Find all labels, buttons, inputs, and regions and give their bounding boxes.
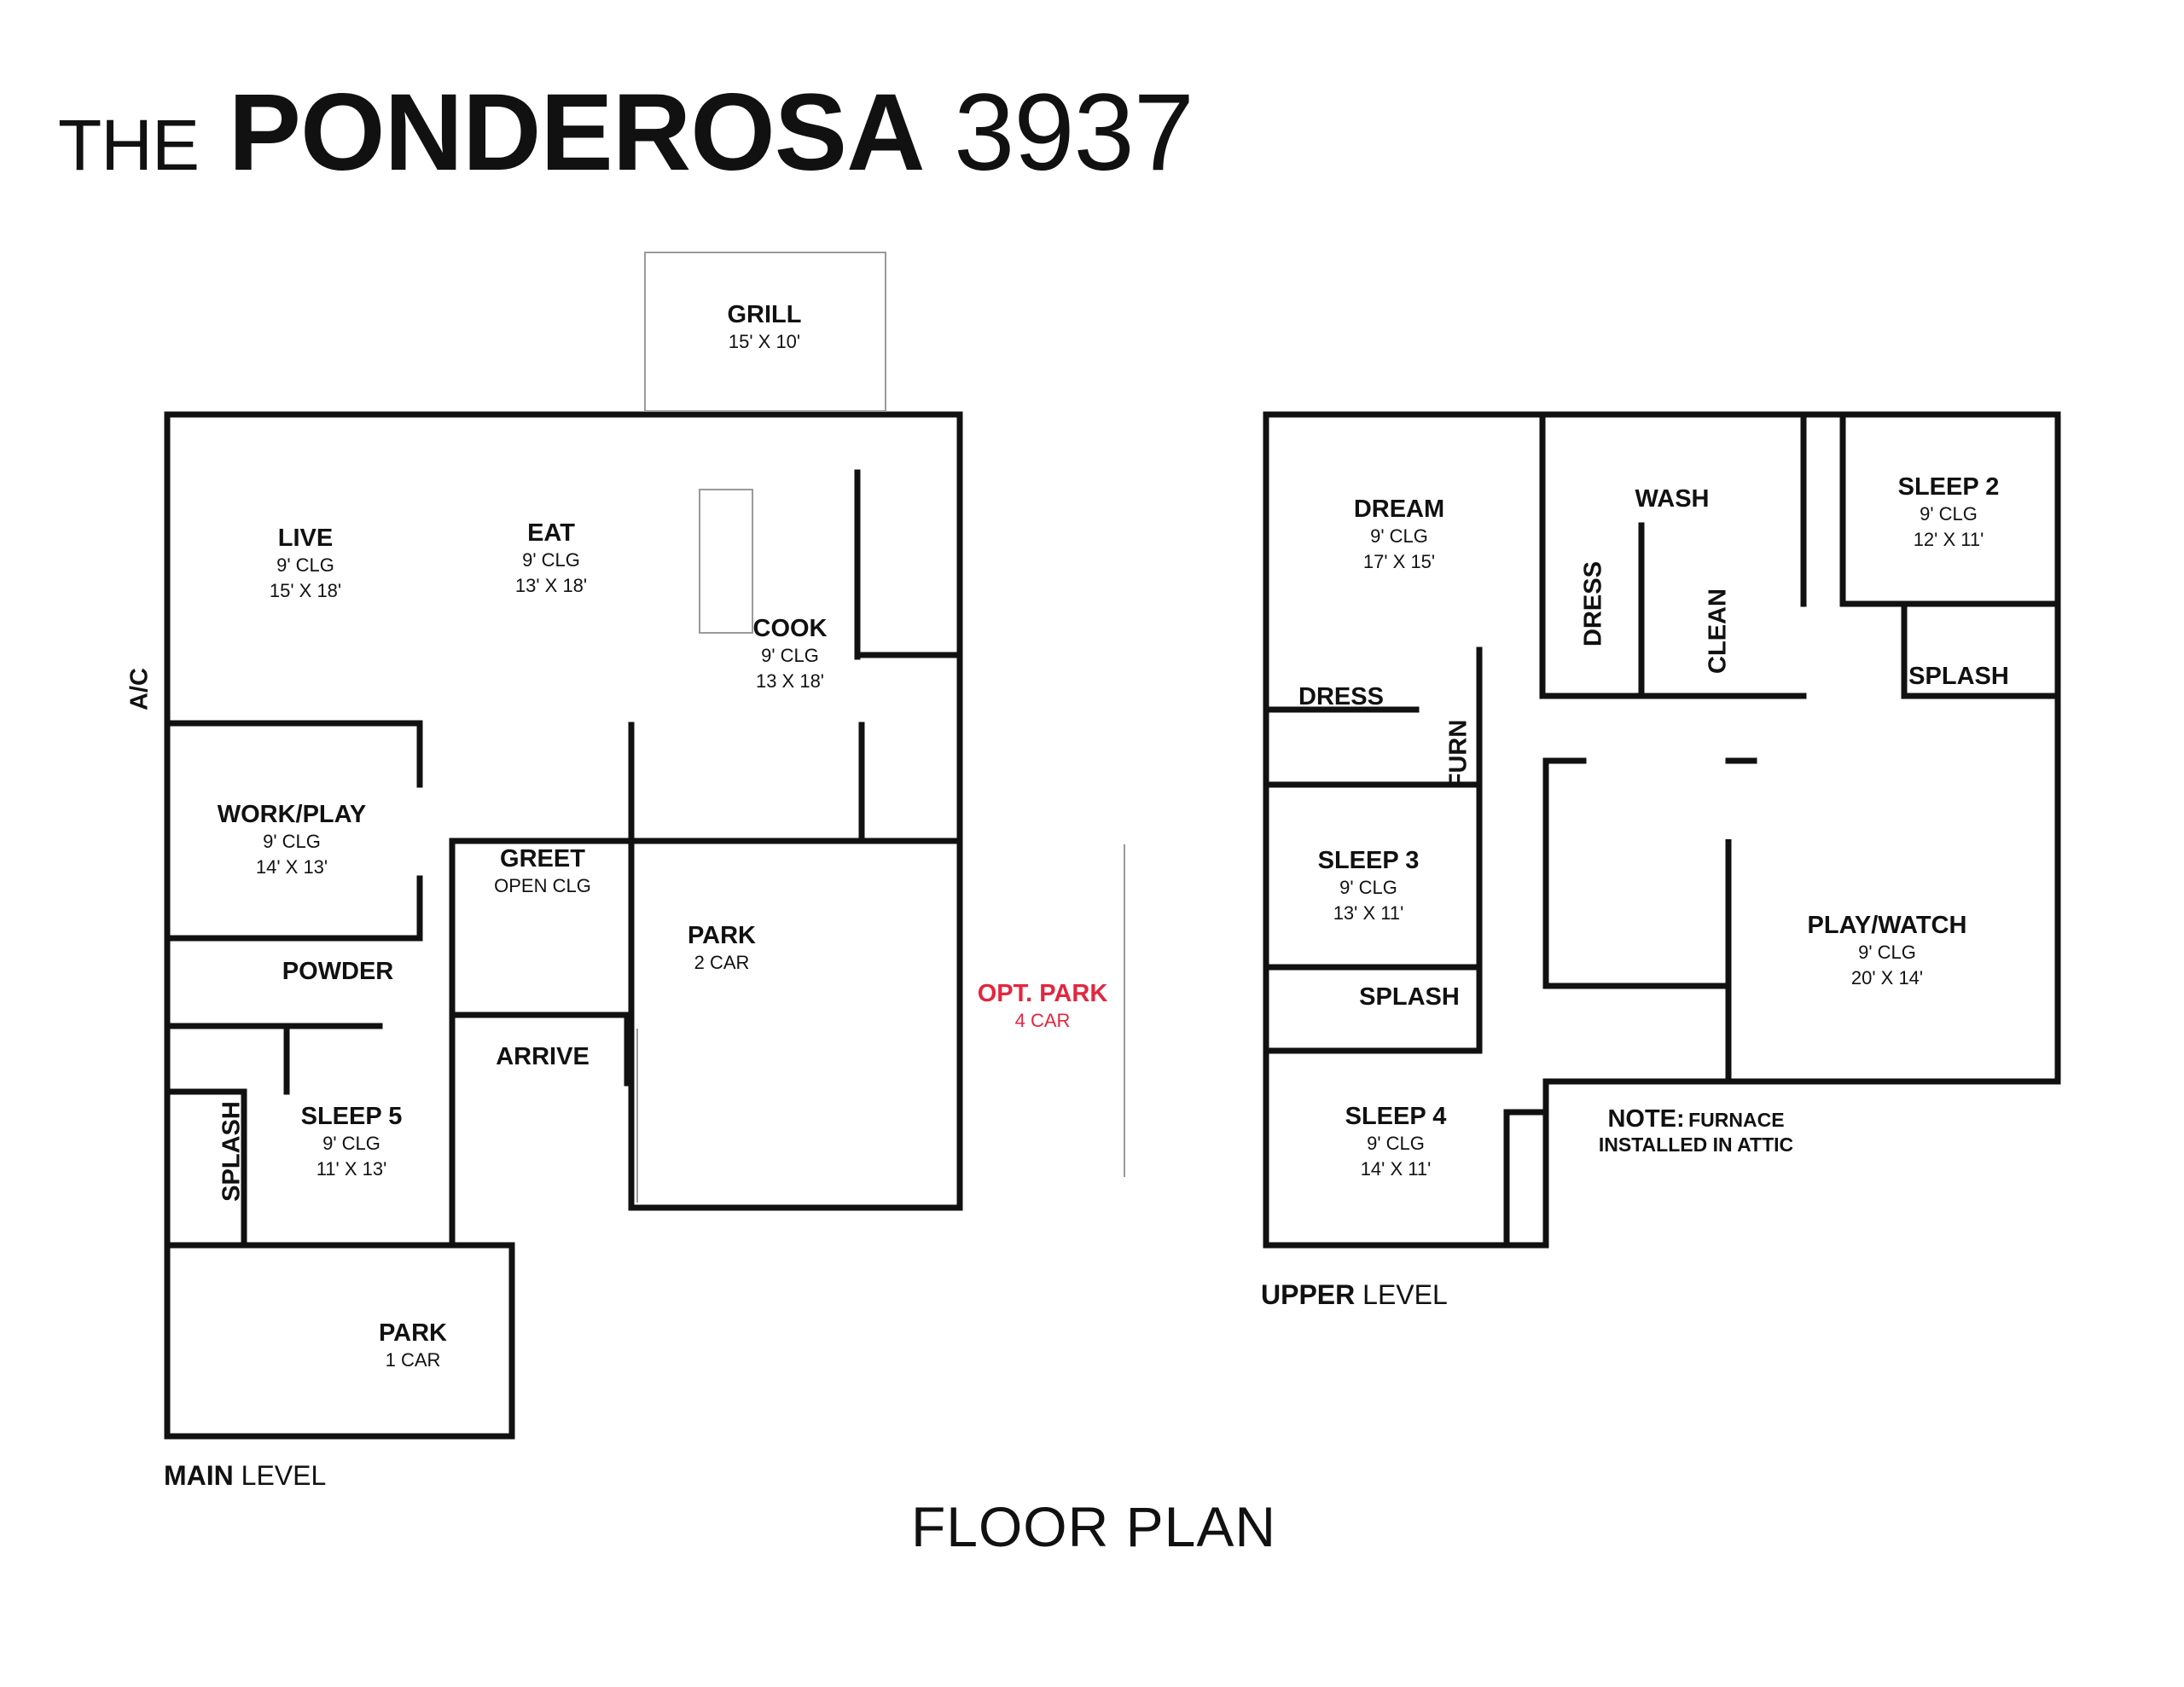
room-powder: POWDER bbox=[282, 958, 394, 985]
label-ac: A/C bbox=[125, 668, 154, 710]
label-furn: FURN bbox=[1444, 719, 1472, 789]
room-splash-upper-2: SPLASH bbox=[1908, 663, 2009, 690]
label-dress-upper: DRESS bbox=[1579, 561, 1607, 646]
plan-title: THE PONDEROSA 3937 bbox=[58, 78, 1194, 188]
floor-plan-footer: FLOOR PLAN bbox=[910, 1495, 1277, 1558]
upper-level-walls bbox=[1263, 411, 2061, 1249]
title-model-number: 3937 bbox=[954, 72, 1194, 194]
furnace-note: NOTE: FURNACE INSTALLED IN ATTIC bbox=[1599, 1105, 1793, 1157]
note-key: NOTE: bbox=[1607, 1105, 1685, 1133]
label-clean: CLEAN bbox=[1704, 588, 1732, 674]
main-level-label: MAIN LEVEL bbox=[164, 1460, 327, 1491]
main-level-walls bbox=[164, 411, 963, 1440]
note-line-2: INSTALLED IN ATTIC bbox=[1598, 1133, 1794, 1156]
room-wash: WASH bbox=[1635, 485, 1710, 513]
title-the: THE bbox=[58, 105, 200, 185]
room-arrive: ARRIVE bbox=[496, 1043, 590, 1070]
room-dress: DRESS bbox=[1298, 683, 1384, 710]
note-line-1: FURNACE bbox=[1688, 1109, 1785, 1131]
upper-level-label: UPPER LEVEL bbox=[1261, 1279, 1448, 1310]
label-splash-main: SPLASH bbox=[218, 1101, 246, 1202]
title-model-name: PONDEROSA bbox=[228, 72, 926, 194]
room-splash-upper-1: SPLASH bbox=[1359, 983, 1460, 1011]
thin-details bbox=[636, 252, 1125, 1203]
